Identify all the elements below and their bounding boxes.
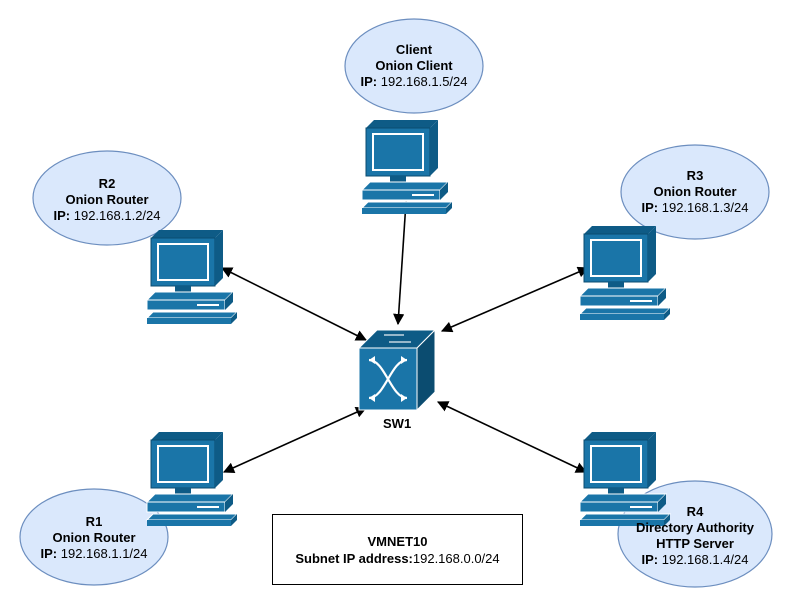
r2-computer-icon[interactable] — [146, 229, 238, 325]
switch-label: SW1 — [383, 416, 412, 431]
r2-name: R2 — [98, 176, 116, 191]
network-info-box: VMNET10 Subnet IP address:192.168.0.0/24 — [272, 514, 523, 585]
client-label: Client Onion Client IP: 192.168.1.5/24 — [361, 42, 468, 90]
r3-ellipse — [620, 144, 770, 240]
r4-label: R4 Directory Authority HTTP Server IP: 1… — [636, 504, 754, 568]
r1-name: R1 — [85, 514, 103, 529]
r1-ip: IP: 192.168.1.1/24 — [40, 546, 148, 561]
client-ip: IP: 192.168.1.5/24 — [360, 74, 468, 89]
network-subnet: Subnet IP address:192.168.0.0/24 — [295, 550, 500, 566]
links — [220, 200, 590, 473]
r3-ip: IP: 192.168.1.3/24 — [641, 200, 749, 215]
r4-role-2: HTTP Server — [656, 536, 734, 551]
r4-name: R4 — [686, 504, 704, 519]
network-name: VMNET10 — [367, 533, 428, 549]
r4-ip: IP: 192.168.1.4/24 — [641, 552, 749, 567]
client-computer-icon[interactable] — [361, 119, 453, 215]
r2-ip: IP: 192.168.1.2/24 — [53, 208, 161, 223]
r1-role: Onion Router — [52, 530, 136, 545]
r2-label: R2 Onion Router IP: 192.168.1.2/24 — [54, 176, 161, 224]
link-client-sw1 — [393, 200, 411, 326]
client-role: Onion Client — [375, 58, 453, 73]
r3-label: R3 Onion Router IP: 192.168.1.3/24 — [642, 168, 749, 216]
link-r3-sw1 — [440, 266, 590, 333]
network-switch-icon[interactable] — [357, 328, 437, 412]
r2-role: Onion Router — [65, 192, 149, 207]
r1-computer-icon[interactable] — [146, 431, 238, 527]
link-r1-sw1 — [222, 407, 368, 473]
r3-role: Onion Router — [653, 184, 737, 199]
r4-role-1: Directory Authority — [636, 520, 754, 535]
client-ellipse — [344, 18, 484, 114]
client-name: Client — [395, 42, 433, 57]
link-r4-sw1 — [436, 401, 588, 473]
r3-computer-icon[interactable] — [579, 225, 671, 321]
r1-label: R1 Onion Router IP: 192.168.1.1/24 — [41, 514, 148, 562]
r3-name: R3 — [686, 168, 704, 183]
r1-ellipse — [19, 488, 169, 586]
r2-ellipse — [32, 150, 182, 246]
link-r2-sw1 — [220, 267, 368, 341]
